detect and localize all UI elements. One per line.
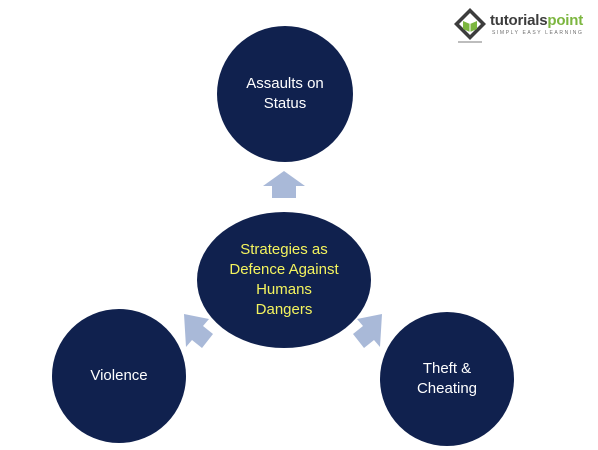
node-violence: Violence [52,309,186,443]
tutorialspoint-logo: tutorialspoint SIMPLY EASY LEARNING [452,6,594,46]
logo-word-tutorials: tutorials [490,12,548,29]
arrow-up [263,171,305,198]
tutorialspoint-book-icon [454,8,486,43]
arrow-down-left [184,314,213,348]
node-assaults-on-status: Assaults on Status [217,26,353,162]
node-center-strategies: Strategies as Defence Against Humans Dan… [197,212,371,348]
node-label-right: Theft & Cheating [416,360,478,397]
node-label-center: Strategies as Defence Against Humans Dan… [229,241,339,318]
node-theft-cheating: Theft & Cheating [380,312,514,446]
logo-word-point: point [547,12,584,29]
node-label-left: Violence [90,367,148,384]
logo-wordmark: tutorialspoint [490,12,583,29]
logo-tagline: SIMPLY EASY LEARNING [492,30,584,36]
arrow-down-right [353,314,382,348]
node-label-top: Assaults on Status [246,75,324,112]
